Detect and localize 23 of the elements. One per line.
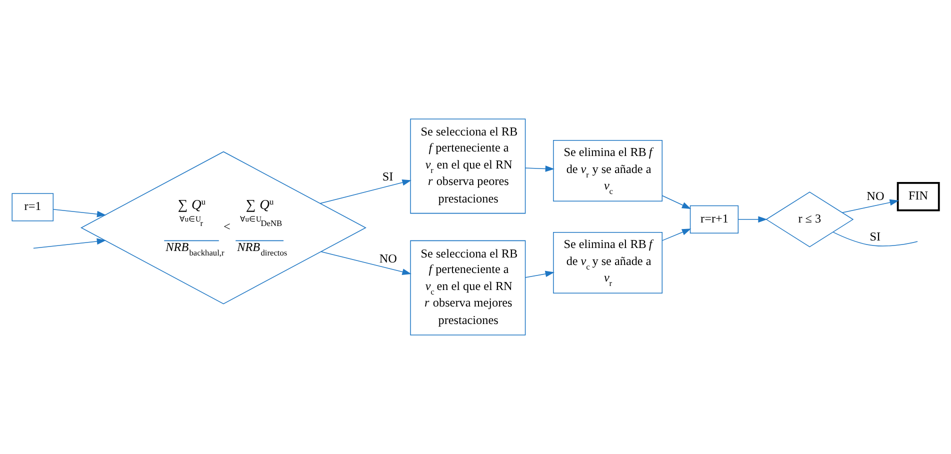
arrow	[33, 238, 106, 249]
node-diamond: r ≤ 3	[766, 192, 854, 248]
node-box: Se elimina el RB f de v$_{c}$ y se añade a v$_{r}$	[553, 232, 663, 294]
arrow	[52, 209, 106, 218]
node-box: FIN	[896, 182, 940, 212]
arrow	[662, 195, 692, 210]
node-box: Se selecciona el RB f perteneciente a v$_{r}$ en el que el RN r observa peores prestaciones	[410, 118, 526, 214]
edge-label: SI	[870, 230, 881, 244]
edge-label: NO	[379, 252, 397, 266]
arrow	[842, 199, 899, 213]
arrow	[738, 216, 768, 223]
arrow	[662, 228, 692, 241]
arrow	[524, 270, 554, 278]
edge-label: SI	[382, 169, 394, 184]
arrow	[320, 251, 412, 275]
arrow	[524, 166, 554, 172]
node-box: r=r+1	[690, 205, 739, 234]
node-box: Se selecciona el RB f perteneciente a v$_{c}$ en el que el RN r observa mejores prestaciones	[410, 240, 526, 336]
connector	[832, 232, 918, 246]
node-box: r=1	[12, 193, 54, 222]
node-box: Se elimina el RB f de v$_{r}$ y se añade a v$_{c}$	[553, 140, 663, 202]
edge-label: NO	[866, 189, 884, 204]
arrow	[320, 179, 412, 204]
